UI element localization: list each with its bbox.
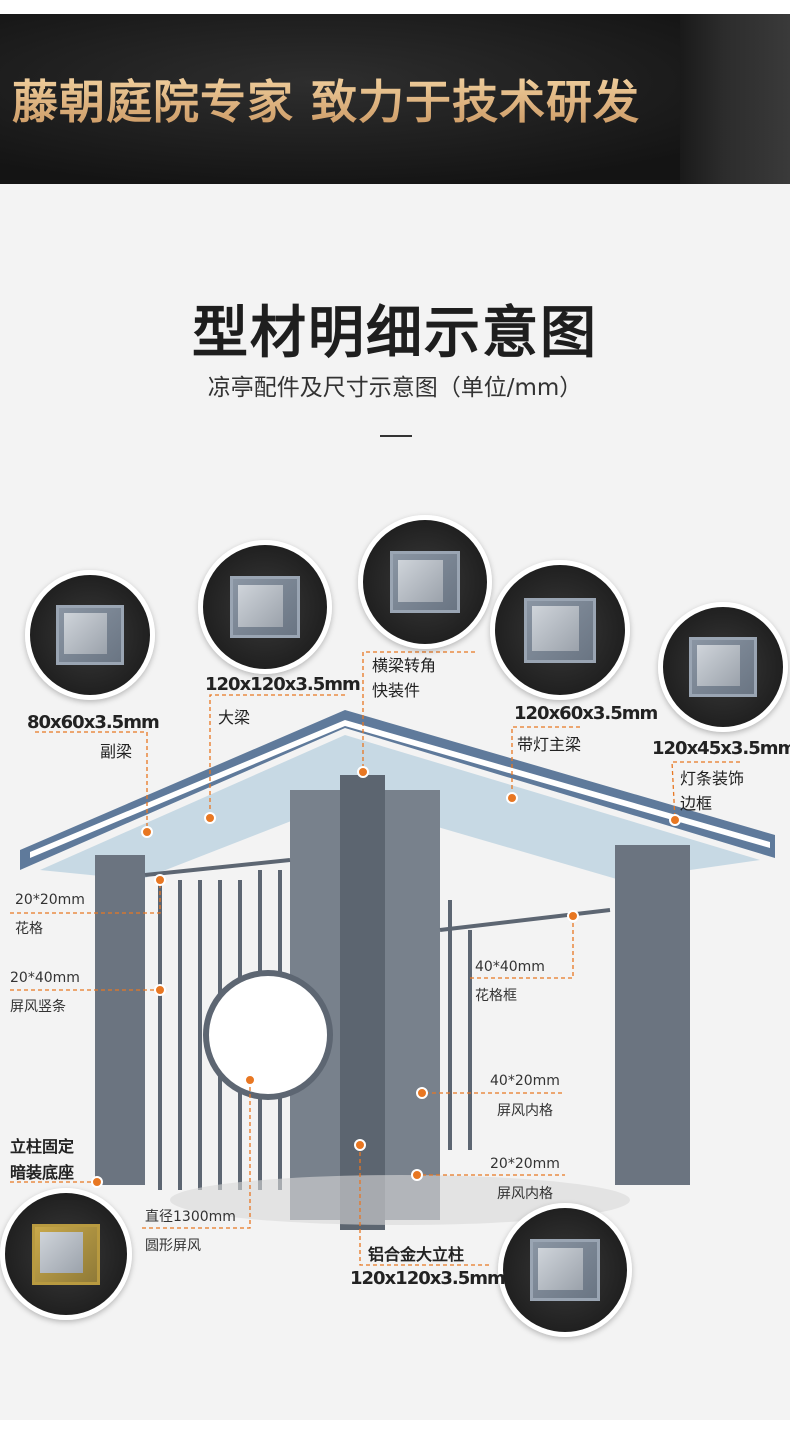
- callout-name: 快装件: [372, 681, 421, 700]
- callout-size: 80x60x3.5mm: [27, 712, 160, 733]
- callout-size: 120x60x3.5mm: [514, 703, 658, 724]
- page-bottom: [0, 1420, 790, 1434]
- callout-name: 大梁: [218, 708, 251, 727]
- callout-name: 灯条装饰: [680, 769, 745, 788]
- callout-size: 20*20mm: [490, 1156, 560, 1172]
- page-subtitle: 凉亭配件及尺寸示意图（单位/mm）: [207, 375, 583, 401]
- callout-dots: [91, 766, 681, 1188]
- callout-name: 屏风内格: [497, 1186, 553, 1202]
- divider: [380, 435, 412, 437]
- callout-size: 120x120x3.5mm: [205, 674, 361, 695]
- callout-name: 屏风内格: [497, 1103, 553, 1119]
- callout-size: 120x45x3.5mm: [652, 738, 790, 759]
- callout-name: 花格框: [475, 988, 517, 1004]
- profile-secondary-beam: [25, 570, 155, 700]
- callout-name: 花格: [15, 921, 43, 937]
- banner-slogan: 藤朝庭院专家 致力于技术研发: [12, 66, 640, 132]
- page-title: 型材明细示意图: [192, 301, 598, 366]
- callout-name: 边框: [680, 794, 713, 813]
- callout-name: 带灯主梁: [517, 735, 582, 754]
- banner-figure: [680, 14, 790, 184]
- leader-lines: [10, 651, 740, 1266]
- callout-size: 铝合金大立柱: [368, 1245, 465, 1264]
- profile-corner-connector: [358, 515, 492, 649]
- column-left: [95, 855, 145, 1185]
- profile-light-frame: [658, 602, 788, 732]
- banner: 藤朝庭院专家 致力于技术研发: [0, 14, 790, 184]
- callout-size: 20*40mm: [10, 970, 80, 986]
- profile-main-beam: [198, 540, 332, 674]
- column-right: [615, 845, 690, 1185]
- callout-name: 圆形屏风: [145, 1238, 201, 1254]
- callout-size: 横梁转角: [372, 656, 437, 675]
- callout-size: 立柱固定: [10, 1137, 75, 1156]
- callout-name: 120x120x3.5mm: [350, 1268, 506, 1289]
- round-screen: [203, 970, 333, 1100]
- roof-frame: [20, 710, 775, 870]
- profile-lighted-beam: [490, 560, 630, 700]
- profile-base-bracket: [0, 1188, 132, 1320]
- callout-size: 20*20mm: [15, 892, 85, 908]
- callout-name: 屏风竖条: [10, 999, 66, 1015]
- callout-size: 40*40mm: [475, 959, 545, 975]
- column-center: [340, 775, 385, 1230]
- callout-name: 副梁: [100, 742, 133, 761]
- profile-main-column: [498, 1203, 632, 1337]
- callout-name: 暗装底座: [10, 1163, 75, 1182]
- callout-size: 40*20mm: [490, 1073, 560, 1089]
- callout-size: 直径1300mm: [145, 1209, 236, 1225]
